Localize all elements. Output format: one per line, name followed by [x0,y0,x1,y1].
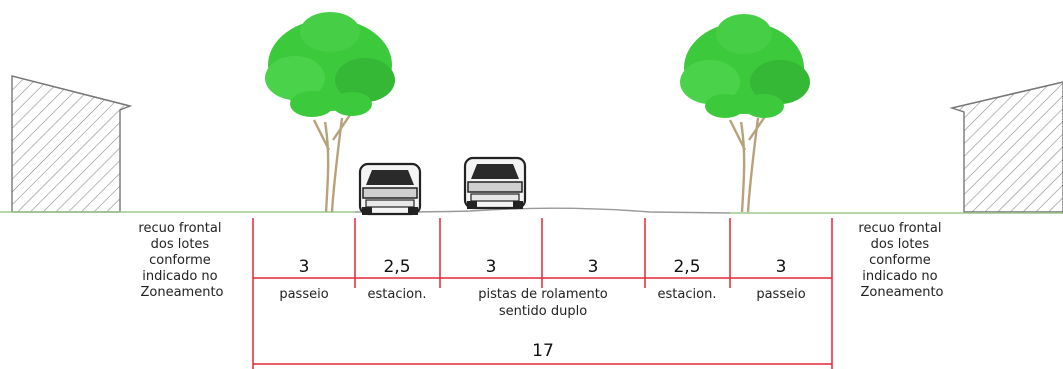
side-note-right-line: indicado no [862,269,937,284]
side-note-left-line: dos lotes [151,237,210,252]
carriageway-sub-label: sentido duplo [499,304,587,319]
car-right-icon [463,156,527,210]
segment-width: 3 [588,257,599,277]
side-note-left-line: Zoneamento [140,285,223,300]
side-note-right-line: recuo frontal [858,221,941,236]
segment-label: passeio [279,287,328,302]
total-width: 17 [532,341,554,361]
building-right-icon [949,81,1063,213]
segment-width: 3 [486,257,497,277]
building-left-icon [11,75,133,213]
segment-width: 3 [776,257,787,277]
side-note-left: recuo frontal dos lotes conforme indicad… [138,221,225,300]
dimension-lines [252,218,833,369]
side-note-right: recuo frontal dos lotes conforme indicad… [858,221,945,300]
segment-label: estacion. [658,287,717,302]
segment-label: passeio [756,287,805,302]
segment-width: 2,5 [383,257,410,277]
segment-width: 2,5 [673,257,700,277]
tree-right-icon [680,14,810,213]
segment-label-carriageway: pistas de rolamento [478,287,608,302]
segment-label: estacion. [368,287,427,302]
ground-line [0,207,1063,214]
car-left-icon [358,162,422,216]
side-note-left-line: recuo frontal [138,221,221,236]
segment-width: 3 [299,257,310,277]
side-note-right-line: dos lotes [871,237,930,252]
side-note-left-line: indicado no [142,269,217,284]
side-note-right-line: conforme [869,253,931,268]
side-note-right-line: Zoneamento [860,285,943,300]
tree-left-icon [265,12,395,213]
side-note-left-line: conforme [149,253,211,268]
